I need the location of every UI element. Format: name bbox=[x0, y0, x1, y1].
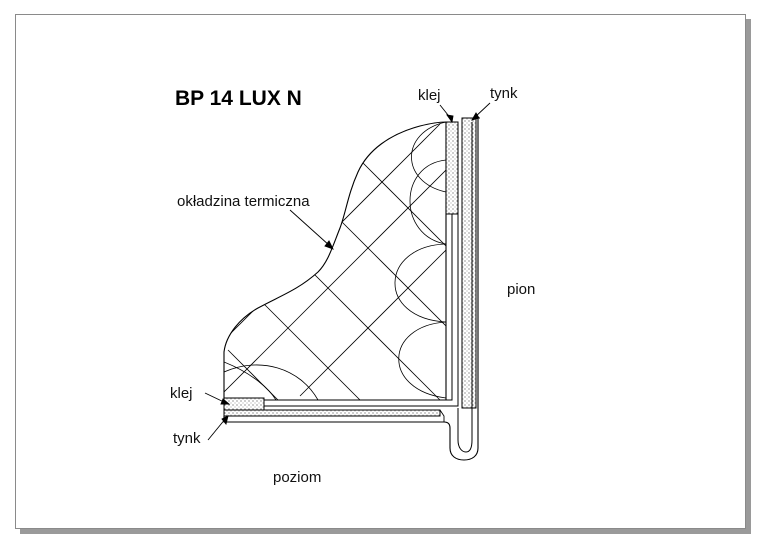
adhesive-layer-horizontal bbox=[223, 397, 265, 411]
insulation-pattern bbox=[224, 122, 446, 400]
plaster-layer-horizontal bbox=[223, 409, 441, 417]
product-title: BP 14 LUX N bbox=[175, 87, 302, 110]
adhesive-layer-vertical bbox=[445, 121, 459, 215]
corner-profile bbox=[263, 213, 459, 407]
base-line bbox=[223, 118, 479, 461]
plaster-layer-vertical bbox=[461, 117, 477, 409]
label-vertical: pion bbox=[507, 281, 535, 298]
label-klej-top: klej bbox=[418, 87, 441, 104]
label-thermal-cladding: okładzina termiczna bbox=[177, 193, 310, 210]
label-klej-bottom: klej bbox=[170, 385, 193, 402]
drawing-sheet bbox=[15, 14, 746, 529]
label-tynk-top: tynk bbox=[490, 85, 518, 102]
label-tynk-bottom: tynk bbox=[173, 430, 201, 447]
drip-edge bbox=[457, 122, 473, 453]
label-horizontal: poziom bbox=[273, 469, 321, 486]
leader-lines bbox=[204, 102, 491, 441]
